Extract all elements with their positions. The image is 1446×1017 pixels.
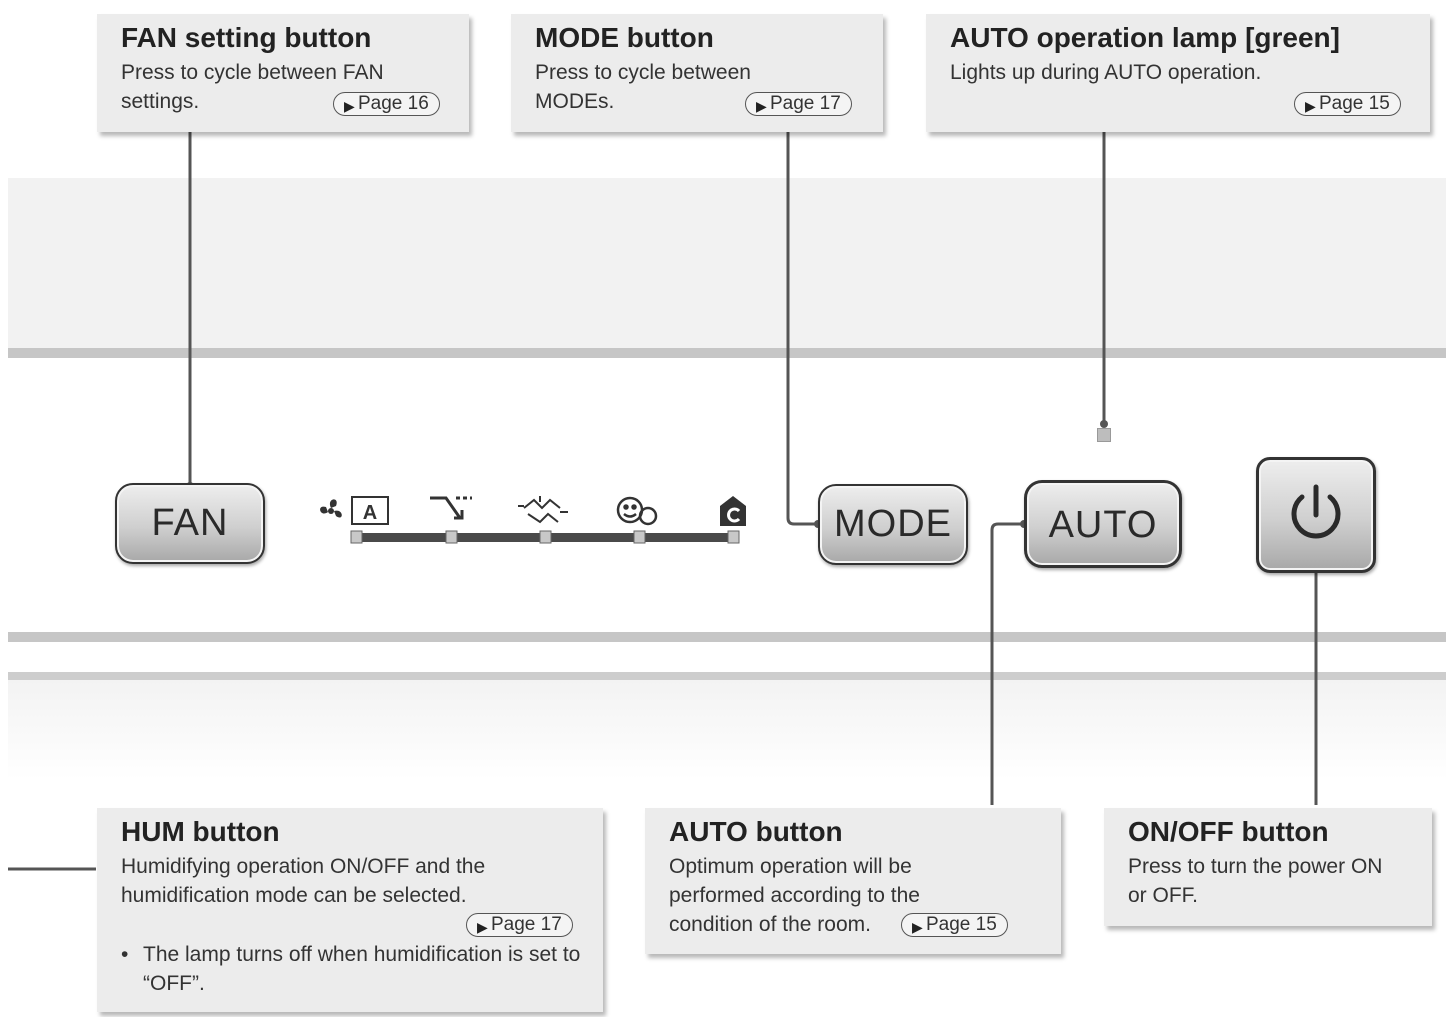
page-arrow-icon: ▶ xyxy=(756,98,767,114)
hum-page-ref[interactable]: ▶ Page 17 xyxy=(466,913,573,937)
onoff-button[interactable] xyxy=(1256,457,1376,573)
fan-level-marker xyxy=(633,530,646,544)
fan-level-marker xyxy=(445,530,458,544)
fan-callout-title: FAN setting button xyxy=(121,22,372,53)
mode-callout: MODE button Press to cycle between MODEs… xyxy=(511,14,883,132)
hum-callout-note: • The lamp turns off when humidification… xyxy=(121,940,593,998)
onoff-callout-title: ON/OFF button xyxy=(1128,816,1329,847)
page-arrow-icon: ▶ xyxy=(477,919,488,935)
hum-callout-title: HUM button xyxy=(121,816,280,847)
onoff-callout-desc: Press to turn the power ON or OFF. xyxy=(1128,855,1383,907)
fan-level-marker xyxy=(539,530,552,544)
fan-level-marker xyxy=(350,530,363,544)
fan-auto-bracket xyxy=(351,496,389,525)
page-arrow-icon: ▶ xyxy=(1305,98,1316,114)
auto-lamp-callout-desc: Lights up during AUTO operation. xyxy=(950,61,1262,84)
hum-callout-desc: Humidifying operation ON/OFF and the hum… xyxy=(121,855,486,907)
mode-callout-desc: Press to cycle between MODEs. xyxy=(535,61,751,113)
auto-lamp-page-ref[interactable]: ▶ Page 15 xyxy=(1294,92,1401,116)
upper-panel-edge xyxy=(8,348,1446,358)
auto-button[interactable]: AUTO xyxy=(1024,480,1182,568)
fan-page-ref[interactable]: ▶ Page 16 xyxy=(333,92,440,116)
lower-panel-edge xyxy=(8,632,1446,642)
auto-page-ref[interactable]: ▶ Page 15 xyxy=(901,913,1008,937)
fan-button-label: FAN xyxy=(151,502,229,544)
turbo-icon xyxy=(518,496,568,524)
mode-button[interactable]: MODE xyxy=(818,484,968,565)
pollen-icon xyxy=(616,496,658,526)
hum-callout: HUM button Humidifying operation ON/OFF … xyxy=(97,808,603,1012)
auto-lamp-callout-title: AUTO operation lamp [green] xyxy=(950,22,1340,53)
onoff-callout: ON/OFF button Press to turn the power ON… xyxy=(1104,808,1432,926)
fan-callout: FAN setting button Press to cycle betwee… xyxy=(97,14,469,132)
page-arrow-icon: ▶ xyxy=(344,98,355,114)
fan-level-marker xyxy=(727,530,740,544)
power-icon xyxy=(1291,484,1341,539)
lower-panel-band xyxy=(8,680,1446,780)
quiet-icon xyxy=(430,496,472,520)
fan-auto-icon xyxy=(320,499,342,518)
page-arrow-icon: ▶ xyxy=(912,919,923,935)
economy-icon xyxy=(720,496,746,526)
auto-callout-title: AUTO button xyxy=(669,816,843,847)
fan-callout-desc: Press to cycle between FAN settings. xyxy=(121,61,384,113)
auto-callout: AUTO button Optimum operation will be pe… xyxy=(645,808,1061,954)
mode-page-ref[interactable]: ▶ Page 17 xyxy=(745,92,852,116)
auto-lamp-callout: AUTO operation lamp [green] Lights up du… xyxy=(926,14,1430,132)
mode-button-label: MODE xyxy=(834,503,952,545)
bullet-dot: • xyxy=(121,943,129,966)
auto-button-label: AUTO xyxy=(1048,504,1158,546)
fan-button[interactable]: FAN xyxy=(115,483,265,564)
auto-callout-desc: Optimum operation will be performed acco… xyxy=(669,855,920,936)
upper-panel-band xyxy=(8,178,1446,348)
mode-callout-title: MODE button xyxy=(535,22,714,53)
lower-panel-edge-2 xyxy=(8,672,1446,680)
fan-auto-letter: A xyxy=(363,502,377,524)
auto-operation-lamp xyxy=(1097,428,1111,442)
